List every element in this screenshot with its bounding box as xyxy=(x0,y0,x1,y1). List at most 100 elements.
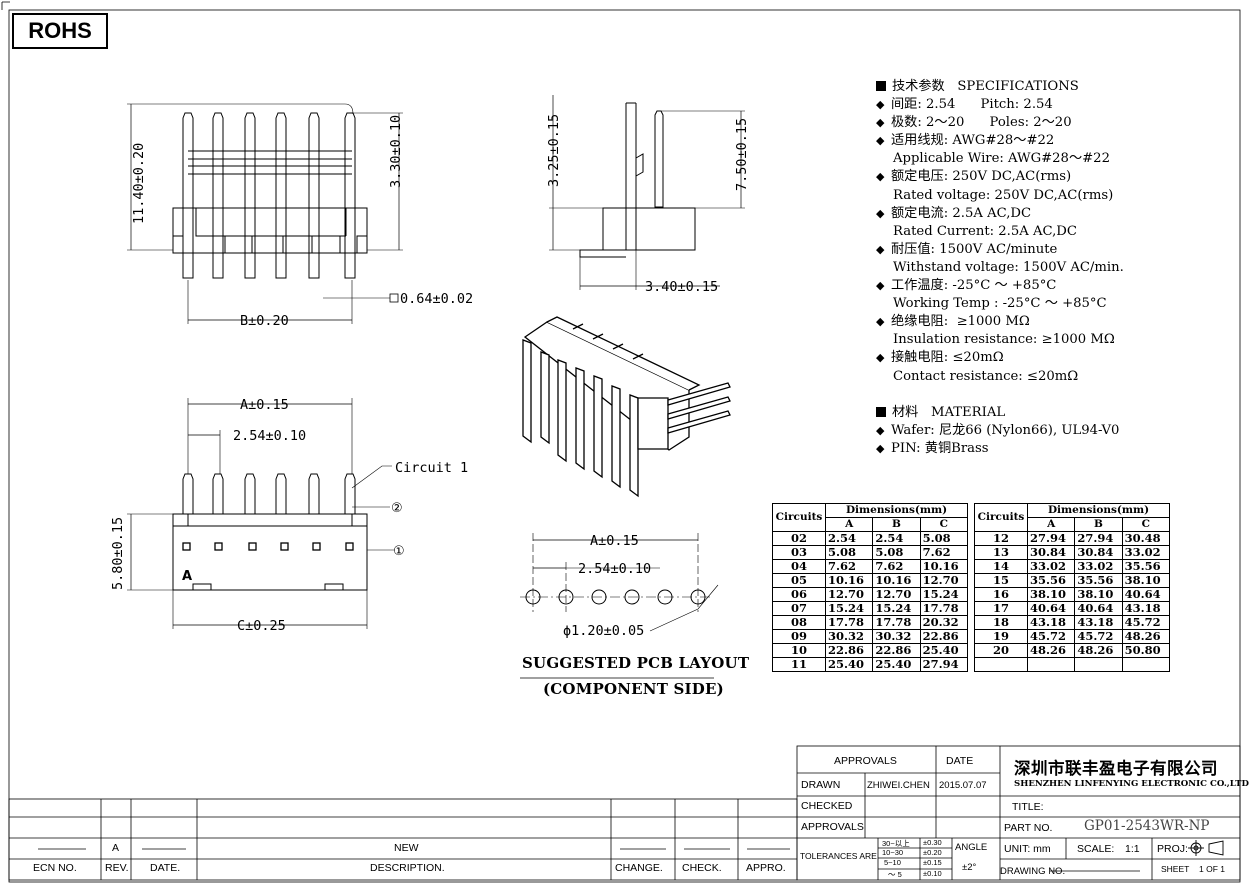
dim-h-total: 11.40±0.20 xyxy=(131,143,147,224)
mark-2: ② xyxy=(391,501,403,516)
projection-icon xyxy=(1188,840,1224,856)
drawn-date: 2015.07.07 xyxy=(939,780,987,791)
spec-text: 接触电阻: ≤20mΩ xyxy=(891,350,1004,366)
spec-row: Withstand voltage: 1500V AC/min. xyxy=(876,259,1124,277)
pcb-layout-subtitle: (COMPONENT SIDE) xyxy=(543,680,724,698)
table-cell: 40.64 xyxy=(1074,601,1123,616)
tol-row-1-val: ±0.30 xyxy=(923,838,942,847)
spec-row: ◆工作温度: -25°C ～ +85°C xyxy=(876,277,1124,295)
spec-text: 绝缘电阻: ≥1000 MΩ xyxy=(891,314,1030,330)
table-cell: 03 xyxy=(772,545,826,560)
diamond-bullet-icon: ◆ xyxy=(876,279,885,293)
diamond-bullet-icon: ◆ xyxy=(876,242,885,256)
table-cell: 27.94 xyxy=(919,657,969,672)
pcb-dim-a: A±0.15 xyxy=(590,533,639,549)
table-cell: 2.54 xyxy=(824,531,874,546)
col-dimensions: Dimensions(mm) xyxy=(1027,503,1170,518)
angle-label: ANGLE xyxy=(955,842,988,853)
diamond-bullet-icon: ◆ xyxy=(876,441,885,455)
spec-text: Rated voltage: 250V DC,AC(rms) xyxy=(893,187,1114,203)
tol-row-2-range: 10~30 xyxy=(882,848,904,857)
table-cell: 2.54 xyxy=(872,531,921,546)
spec-row: Rated voltage: 250V DC,AC(rms) xyxy=(876,187,1124,205)
table-cell: 22.86 xyxy=(872,643,921,658)
table-cell: 20.32 xyxy=(919,615,969,630)
table-cell: 35.56 xyxy=(1074,573,1123,588)
drawn-by: ZHIWEI.CHEN xyxy=(867,780,930,791)
spec-row: Rated Current: 2.5A AC,DC xyxy=(876,223,1124,241)
table-cell: 30.32 xyxy=(872,629,921,644)
date-head: DATE xyxy=(946,755,974,767)
spec-text: PIN: 黄铜Brass xyxy=(891,440,989,456)
ecn-label: ECN NO. xyxy=(33,862,77,874)
col-c: C xyxy=(919,517,969,532)
table-cell: 45.72 xyxy=(1074,629,1123,644)
spec-row: ◆Wafer: 尼龙66 (Nylon66), UL94-V0 xyxy=(876,422,1124,440)
title-label: TITLE: xyxy=(1012,801,1044,813)
square-bullet-icon xyxy=(876,406,886,417)
table-cell: 17 xyxy=(974,601,1028,616)
spec-text: Withstand voltage: 1500V AC/min. xyxy=(893,259,1124,275)
table-cell: 13 xyxy=(974,545,1028,560)
spec-text: Contact resistance: ≤20mΩ xyxy=(893,368,1079,384)
spec-row: ◆额定电流: 2.5A AC,DC xyxy=(876,205,1124,223)
table-cell: 7.62 xyxy=(824,559,874,574)
col-dimensions: Dimensions(mm) xyxy=(825,503,968,518)
table-cell: 17.78 xyxy=(872,615,921,630)
table-cell: 43.18 xyxy=(1121,601,1171,616)
col-b: B xyxy=(1074,517,1123,532)
spec-text: Insulation resistance: ≥1000 MΩ xyxy=(893,332,1115,348)
check-label: CHECK. xyxy=(682,862,722,874)
desc-value: NEW xyxy=(394,842,419,854)
rohs-badge: ROHS xyxy=(12,13,108,49)
spec-text: 技术参数 SPECIFICATIONS xyxy=(892,79,1079,94)
table-cell: 35.56 xyxy=(1026,573,1076,588)
spec-row: Contact resistance: ≤20mΩ xyxy=(876,368,1124,386)
diamond-bullet-icon: ◆ xyxy=(876,423,885,437)
table-cell: 08 xyxy=(772,615,826,630)
date-label: DATE. xyxy=(150,862,181,874)
part-no-value: GP01-2543WR-NP xyxy=(1084,818,1210,834)
dim-side-w: 3.40±0.15 xyxy=(645,279,718,295)
dim-body-h: 5.80±0.15 xyxy=(110,517,126,590)
table-row xyxy=(974,657,1171,672)
spec-row xyxy=(876,386,1124,404)
dim-pin-square: 0.64±0.02 xyxy=(400,291,473,307)
table-cell: 15.24 xyxy=(919,587,969,602)
table-cell: 22.86 xyxy=(919,629,969,644)
spec-text: Working Temp : -25°C ～ +85°C xyxy=(893,296,1107,312)
spec-text: 材料 MATERIAL xyxy=(892,404,1006,420)
table-cell: 50.80 xyxy=(1121,643,1171,658)
tol-row-2-val: ±0.20 xyxy=(923,848,942,857)
mark-1: ① xyxy=(393,544,405,559)
spec-row: ◆额定电压: 250V DC,AC(rms) xyxy=(876,168,1124,186)
diamond-bullet-icon: ◆ xyxy=(876,134,885,148)
checked-label: CHECKED xyxy=(801,800,853,812)
table-cell: 27.94 xyxy=(1026,531,1076,546)
table-cell: 7.62 xyxy=(872,559,921,574)
change-label: CHANGE. xyxy=(615,862,663,874)
approvals-head: APPROVALS xyxy=(834,755,897,767)
table-cell: 25.40 xyxy=(919,643,969,658)
front-pins xyxy=(182,112,356,279)
specifications-list: 技术参数 SPECIFICATIONS◆间距: 2.54 Pitch: 2.54… xyxy=(876,78,1124,458)
table-cell: 40.64 xyxy=(1121,587,1171,602)
table-cell: 45.72 xyxy=(1026,629,1076,644)
spec-text: Rated Current: 2.5A AC,DC xyxy=(893,223,1077,239)
table-cell: 10 xyxy=(772,643,826,658)
pcb-dim-pitch: 2.54±0.10 xyxy=(578,561,651,577)
table-cell: 17.78 xyxy=(919,601,969,616)
table-cell: 33.02 xyxy=(1026,559,1076,574)
table-cell: 07 xyxy=(772,601,826,616)
rev-label: REV. xyxy=(105,862,129,874)
spec-row: ◆适用线规: AWG#28～#22 xyxy=(876,132,1124,150)
diamond-bullet-icon: ◆ xyxy=(876,170,885,184)
table-cell: 10.16 xyxy=(872,573,921,588)
